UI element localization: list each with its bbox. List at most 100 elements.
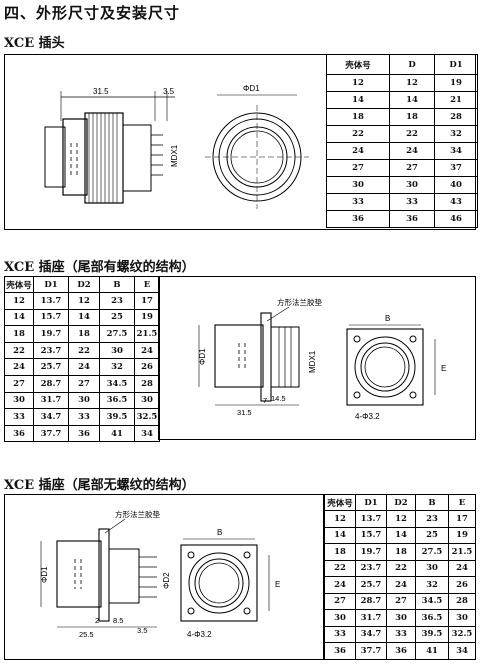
table-cell: 22 <box>386 559 416 577</box>
table-cell: 19 <box>134 308 160 327</box>
table-cell: 33 <box>324 625 356 643</box>
table-cell: 22 <box>389 125 435 143</box>
table-cell: 17 <box>448 510 476 528</box>
table-cell: 34.5 <box>415 592 449 610</box>
socket-threaded-drawing: 方形法兰胶垫 ΦD1 MDX1 7 14.5 31.5 B E 4-Φ3.2 <box>198 297 446 421</box>
table-cell: 22 <box>326 125 390 143</box>
table-cell: 36 <box>4 424 34 443</box>
table-cell: 19 <box>434 74 478 92</box>
table-cell: 14 <box>68 308 100 327</box>
col-header: D1 <box>434 54 478 75</box>
table-cell: 30 <box>386 609 416 627</box>
dim-b: B <box>217 528 222 537</box>
table-cell: 37 <box>434 159 478 177</box>
table-cell: 18 <box>326 108 390 126</box>
table-cell: 24 <box>389 142 435 160</box>
table-cell: 24 <box>68 358 100 376</box>
table-cell: 32 <box>99 358 135 376</box>
label-holes: 4-Φ3.2 <box>355 412 380 421</box>
dim-8-5: 8.5 <box>113 616 123 625</box>
table-cell: 18 <box>68 325 100 343</box>
dim-mdx1: MDX1 <box>170 144 179 167</box>
table-cell: 14 <box>4 308 34 327</box>
table-cell: 12 <box>68 292 100 310</box>
socket-threaded-frame: 方形法兰胶垫 ΦD1 MDX1 7 14.5 31.5 B E 4-Φ3.2 <box>158 276 476 440</box>
table-cell: 15.7 <box>355 526 387 544</box>
dim-phi-d1: ΦD1 <box>40 566 49 583</box>
section-heading-socket-threaded: XCE 插座（尾部有螺纹的结构） <box>4 260 195 275</box>
col-header: 壳体号 <box>324 494 356 511</box>
table-cell: 30 <box>448 609 476 627</box>
table-cell: 36 <box>386 642 416 660</box>
table-cell: 24 <box>4 358 34 376</box>
dim-31-5: 31.5 <box>93 87 109 96</box>
table-cell: 24 <box>386 576 416 594</box>
dim-mdx1: MDX1 <box>308 350 317 373</box>
table-cell: 12 <box>4 292 34 310</box>
table-cell: 36 <box>389 210 435 228</box>
section-heading-socket-plain: XCE 插座（尾部无螺纹的结构） <box>4 478 195 493</box>
dim-25-5: 25.5 <box>79 630 94 639</box>
dim-14-5: 14.5 <box>271 394 286 403</box>
table-cell: 19.7 <box>33 325 69 343</box>
table-cell: 37.7 <box>33 424 69 443</box>
dim-3-5: 3.5 <box>163 87 175 96</box>
table-cell: 19.7 <box>355 543 387 561</box>
table-cell: 13.7 <box>33 292 69 310</box>
table-cell: 25 <box>415 526 449 544</box>
dim-31-5: 31.5 <box>237 408 252 417</box>
table-cell: 28.7 <box>355 592 387 610</box>
table-cell: 24 <box>324 576 356 594</box>
table-cell: 27 <box>324 592 356 610</box>
table-cell: 19 <box>448 526 476 544</box>
col-header: E <box>448 494 476 511</box>
table-cell: 12 <box>326 74 390 92</box>
table-cell: 14 <box>326 91 390 109</box>
dim-3-5: 3.5 <box>137 626 147 635</box>
table-cell: 41 <box>99 424 135 443</box>
dim-phi-d2: ΦD2 <box>162 572 171 589</box>
plug-drawing: 31.5 3.5 MDX1 ΦD1 <box>44 84 309 209</box>
table-cell: 31.7 <box>355 609 387 627</box>
table-cell: 22 <box>324 559 356 577</box>
table-cell: 32 <box>415 576 449 594</box>
socket-plain-drawing: 方形法兰胶垫 ΦD1 ΦD2 2 8.5 25.5 3.5 B E 4-Φ3 <box>40 509 280 639</box>
table-cell: 30 <box>326 176 390 194</box>
dim-2: 2 <box>95 616 99 625</box>
table-cell: 34 <box>448 642 476 660</box>
table-cell: 21 <box>434 91 478 109</box>
table-cell: 32 <box>434 125 478 143</box>
table-cell: 30 <box>4 391 34 410</box>
label-flange-gasket: 方形法兰胶垫 <box>115 509 160 519</box>
table-cell: 18 <box>389 108 435 126</box>
table-cell: 26 <box>134 358 160 376</box>
table-cell: 15.7 <box>33 308 69 327</box>
table-cell: 41 <box>415 642 449 660</box>
table-cell: 12 <box>389 74 435 92</box>
table-cell: 23.7 <box>355 559 387 577</box>
table-cell: 14 <box>386 526 416 544</box>
table-cell: 36.5 <box>99 391 135 410</box>
table-cell: 24 <box>448 559 476 577</box>
table-cell: 37.7 <box>355 642 387 660</box>
table-cell: 27 <box>326 159 390 177</box>
col-header: 壳体号 <box>4 276 34 293</box>
table-cell: 24 <box>134 341 160 360</box>
